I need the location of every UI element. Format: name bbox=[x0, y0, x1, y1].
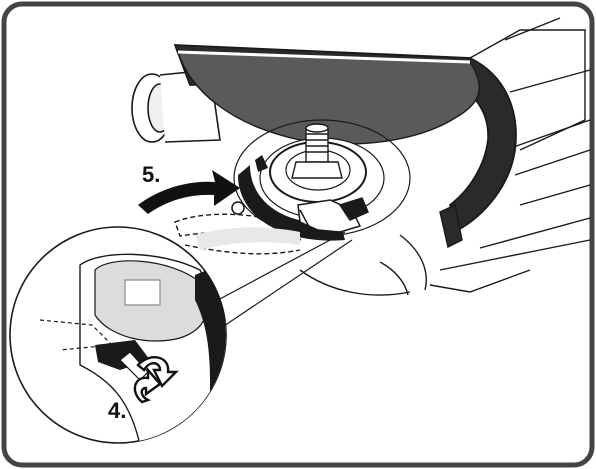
step-4-label: 4. bbox=[108, 398, 126, 423]
motion-trail bbox=[195, 227, 300, 250]
rotate-arrow-step5 bbox=[138, 170, 240, 214]
grinder-body bbox=[299, 17, 591, 296]
spindle bbox=[291, 123, 343, 179]
clamping-ring bbox=[238, 155, 345, 241]
rotate-arrow-step4 bbox=[133, 356, 179, 404]
step-5-label: 5. bbox=[142, 162, 160, 187]
wheel-guard bbox=[173, 44, 517, 249]
locking-lever bbox=[231, 197, 369, 233]
callout-lines bbox=[217, 231, 353, 331]
